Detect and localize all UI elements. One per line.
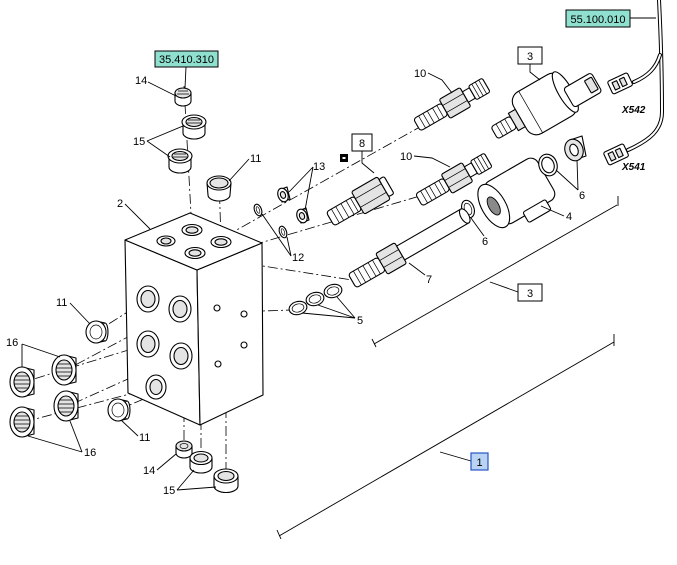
callout-o-rings-5: 5 (357, 315, 363, 327)
assembly-bracket-3: 3 (371, 196, 619, 348)
solenoid-coil-4 (477, 157, 556, 229)
left-plug-16-lower-left (9, 406, 35, 438)
callout-cartridge-7: 7 (426, 274, 432, 286)
reference-code-text: 55.100.010 (570, 14, 625, 26)
bottom-plug-11 (107, 398, 131, 422)
left-plug-11 (85, 320, 109, 344)
callout-top-plugs: 15 (133, 136, 145, 148)
side-mounting-holes (213, 304, 248, 368)
cartridge-valve-10-upper (413, 78, 490, 131)
front-ports (136, 285, 193, 400)
wiring-harness (626, 0, 665, 152)
connector-x541-plug (603, 143, 629, 166)
bottom-cap-14 (175, 440, 193, 459)
callout-valve-block: 2 (117, 198, 123, 210)
callout-fittings: 13 (313, 161, 325, 173)
callout-cartridge-10-lower: 10 (400, 151, 412, 163)
reference-code-text: 35.410.310 (159, 54, 214, 66)
cartridge-valve-7 (348, 208, 471, 288)
o-rings-5 (288, 283, 343, 316)
o-ring-12-upper (253, 203, 263, 217)
washer-6 (538, 153, 558, 177)
callout-top-cap: 14 (135, 75, 147, 87)
callout-left-plugs-upper: 16 (6, 337, 18, 349)
left-plug-16-lower-right (53, 390, 79, 422)
callout-top-plug-11: 11 (250, 153, 261, 165)
reference-highlight (565, 9, 631, 28)
reference-code-block-group: 35.410.310 (154, 50, 219, 89)
callout-cartridge-8: 8 (359, 138, 365, 150)
connector-label-x542: X542 (621, 105, 646, 116)
callout-coil: 4 (566, 211, 572, 223)
valve-block-front-face (124, 239, 201, 426)
left-plug-16-upper-right (51, 354, 77, 386)
callout-assembly: 1 (476, 457, 482, 469)
callout-bottom-cap: 14 (143, 465, 155, 477)
top-plug-15-lower (167, 148, 193, 174)
o-ring-12-lower (278, 225, 288, 239)
connector-label-x541: X541 (621, 162, 646, 173)
callout-left-plug-11: 11 (56, 297, 67, 309)
solenoid-valve-3 (491, 71, 602, 139)
callout-ring-6: 6 (482, 236, 488, 248)
reference-code-harness-group: 55.100.010 (565, 9, 656, 28)
callout-bottom-plugs: 15 (163, 485, 175, 497)
reference-highlight (154, 50, 219, 68)
left-plug-16-upper-left (9, 366, 35, 398)
cartridge-valve-8 (326, 176, 394, 226)
callout-solenoid-upper: 3 (527, 51, 533, 63)
reference-marker-icon (340, 154, 348, 162)
top-plug-11 (206, 175, 232, 202)
callout-solenoid-assembly: 3 (527, 288, 533, 300)
callout-box-solenoid-assembly (517, 283, 543, 302)
fitting-13-lower (296, 207, 310, 224)
valve-block-top-face (124, 212, 263, 271)
callout-bottom-plug-11: 11 (139, 432, 150, 444)
top-cap-14 (174, 87, 192, 107)
fitting-13-upper (277, 186, 291, 203)
top-ports (156, 223, 232, 260)
callout-cartridge-10-upper: 10 (414, 68, 426, 80)
callout-nut-washer: 6 (579, 190, 585, 202)
bottom-plug-15-upper (189, 450, 213, 474)
callout-o-rings-12: 12 (292, 252, 304, 264)
bottom-plug-15-lower (213, 468, 239, 494)
top-plug-15-upper (181, 114, 207, 140)
callout-left-plugs-lower: 16 (84, 447, 96, 459)
connector-x542-plug (607, 72, 633, 95)
cartridge-valve-10-lower (415, 153, 492, 206)
selected-highlight (470, 452, 489, 471)
valve-block (124, 212, 264, 426)
valve-block-side-face (196, 242, 264, 426)
assembly-bracket-1: 1 (276, 334, 615, 540)
nut-6 (564, 135, 587, 162)
